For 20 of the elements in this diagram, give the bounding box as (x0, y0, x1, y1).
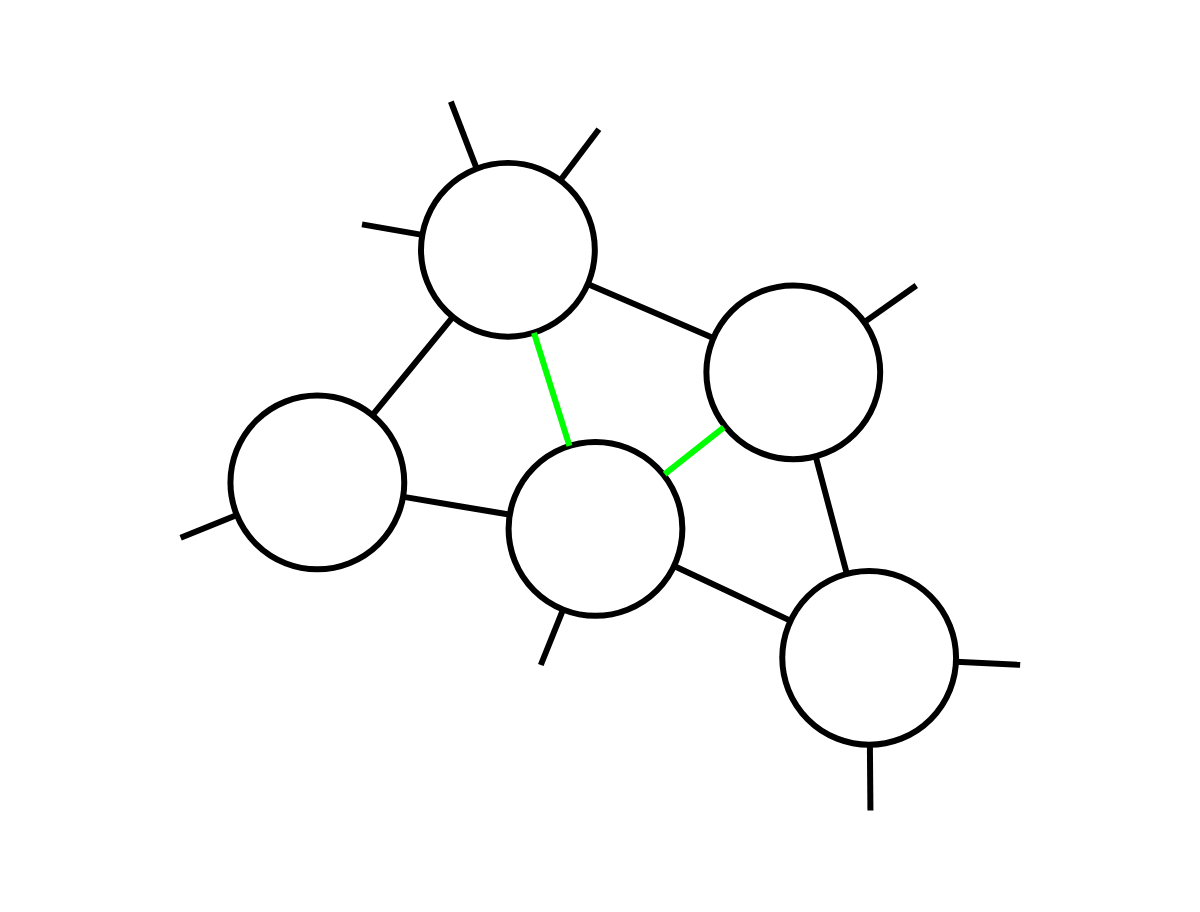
connector (672, 563, 791, 624)
node-circle (417, 159, 598, 340)
connector (866, 744, 873, 811)
connector (361, 221, 423, 238)
connector (863, 283, 918, 324)
connector (558, 127, 601, 181)
node-circle (505, 438, 685, 619)
connector (662, 425, 726, 477)
node-circle (702, 282, 883, 463)
connector (369, 315, 455, 418)
connector (447, 100, 479, 169)
connector (537, 608, 566, 667)
connector (812, 456, 850, 575)
connector (955, 658, 1020, 668)
connector (586, 281, 714, 341)
connector (402, 493, 510, 518)
connector (530, 332, 572, 447)
node-circle (778, 567, 959, 748)
connector (179, 512, 237, 541)
node-circle (226, 392, 407, 573)
